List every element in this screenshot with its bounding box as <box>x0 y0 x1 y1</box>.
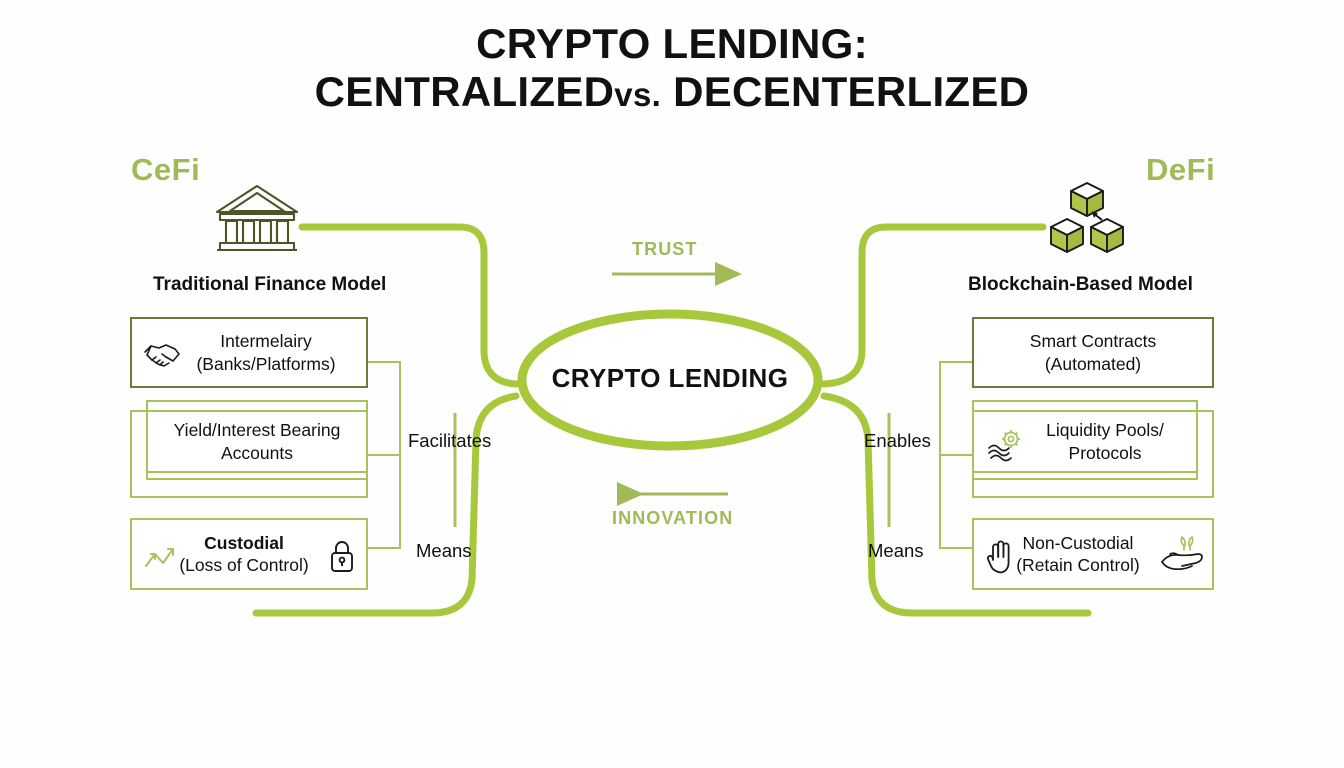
blockchain-cubes-icon <box>1040 180 1134 258</box>
relation-label-means-right: Means <box>868 540 924 561</box>
left-box-intermediary-line-1: Intermelairy <box>220 331 312 352</box>
defi-tag: DeFi <box>1146 152 1216 187</box>
page-title: CRYPTO LENDING: CENTRALIZEDvs. DECENTERL… <box>0 20 1344 114</box>
left-box-bracket <box>368 361 401 549</box>
title-line-1: CRYPTO LENDING: <box>476 20 868 67</box>
cefi-tag: CeFi <box>131 152 201 187</box>
left-model-label: Traditional Finance Model <box>153 274 387 295</box>
right-box-smart-contracts-line-1: Smart Contracts <box>1029 331 1157 352</box>
right-box-liquidity-pools-line-2: Protocols <box>1068 442 1142 463</box>
right-box-bracket <box>939 361 972 549</box>
center-node-label: CRYPTO LENDING <box>551 363 789 393</box>
gear-waves-icon <box>986 428 1026 467</box>
left-box-intermediary-text: Intermelairy (Banks/Platforms) <box>162 330 335 375</box>
title-centralized: CENTRALIZED <box>314 68 615 116</box>
left-box-custodial-line-1: Custodial <box>204 532 284 553</box>
title-line-2: CENTRALIZEDvs. DECENTERLIZED <box>0 70 1344 114</box>
left-box-yield-accounts-text: Yield/Interest Bearing Accounts <box>174 419 341 464</box>
right-box-non-custodial-line-2: (Retain Control) <box>1016 555 1140 575</box>
right-box-liquidity-pools-text: Liquidity Pools/ Protocols <box>1006 419 1164 464</box>
right-box-smart-contracts-text: Smart Contracts (Automated) <box>1030 330 1156 375</box>
title-vs: vs. <box>614 76 662 114</box>
left-box-intermediary[interactable]: Intermelairy (Banks/Platforms) <box>130 317 368 388</box>
bank-icon <box>212 182 302 254</box>
right-box-smart-contracts[interactable]: Smart Contracts (Automated) <box>972 317 1214 388</box>
left-box-yield-accounts-line-1: Yield/Interest Bearing <box>173 420 341 441</box>
left-box-yield-accounts[interactable]: Yield/Interest Bearing Accounts <box>146 410 368 473</box>
right-box-liquidity-pools-line-1: Liquidity Pools/ <box>1046 420 1164 441</box>
right-box-liquidity-pools[interactable]: Liquidity Pools/ Protocols <box>972 410 1198 473</box>
handshake-icon <box>142 339 182 374</box>
left-box-custodial-line-2: (Loss of Control) <box>179 555 309 575</box>
open-hand-sprout-icon <box>1158 532 1206 581</box>
left-box-yield-accounts-line-2: Accounts <box>221 442 293 463</box>
relation-label-enables: Enables <box>864 430 931 451</box>
lock-icon <box>328 538 356 579</box>
right-model-label: Blockchain-Based Model <box>968 274 1193 295</box>
flow-label-innovation: INNOVATION <box>612 508 734 528</box>
right-box-smart-contracts-line-2: (Automated) <box>1044 353 1142 374</box>
relation-label-facilitates: Facilitates <box>408 430 492 451</box>
left-box-custodial-text: Custodial (Loss of Control) <box>155 532 342 577</box>
left-box-custodial[interactable]: Custodial (Loss of Control) <box>130 518 368 590</box>
right-box-non-custodial-line-1: Non-Custodial <box>1022 532 1134 553</box>
flow-label-trust: TRUST <box>632 239 698 259</box>
right-box-non-custodial-text: Non-Custodial (Retain Control) <box>992 532 1194 577</box>
title-decentralized: DECENTERLIZED <box>673 68 1030 116</box>
raised-hand-icon <box>984 538 1016 581</box>
left-box-intermediary-line-2: (Banks/Platforms) <box>196 353 336 374</box>
right-box-non-custodial[interactable]: Non-Custodial (Retain Control) <box>972 518 1214 590</box>
up-arrows-icon <box>144 544 182 575</box>
relation-label-means-left: Means <box>416 540 472 561</box>
